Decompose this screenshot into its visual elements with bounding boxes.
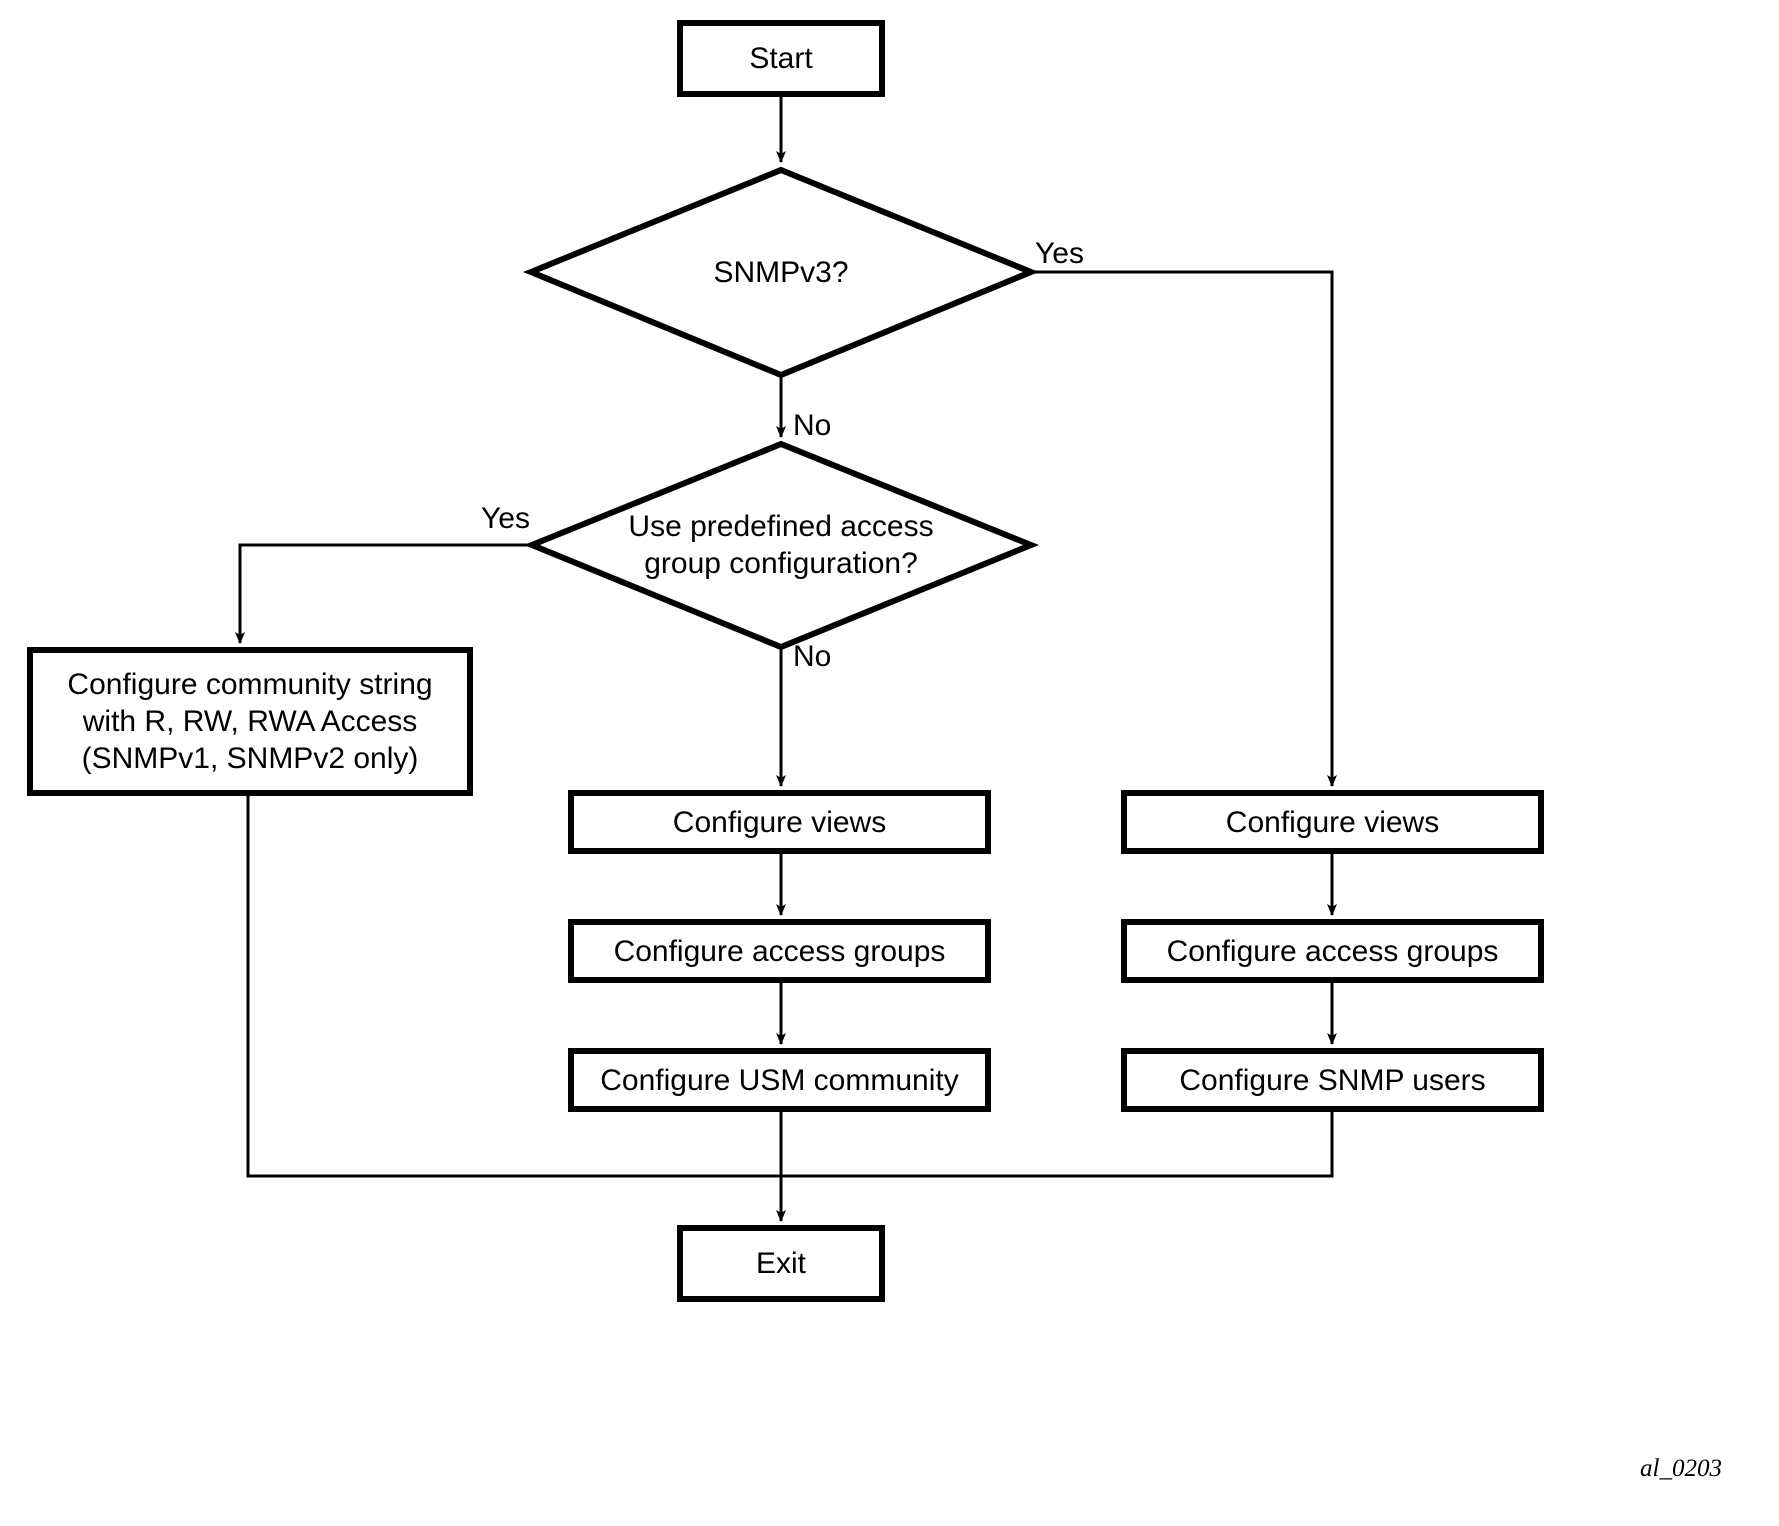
edge-label-snmpv3-no: No — [793, 409, 832, 442]
node-shape-views-right[interactable] — [1121, 790, 1544, 854]
node-shape-exit[interactable] — [677, 1225, 885, 1302]
node-shape-accessgroups-mid[interactable] — [568, 919, 991, 983]
node-shape-snmpusers[interactable] — [1121, 1048, 1544, 1112]
node-shape-usm[interactable] — [568, 1048, 991, 1112]
node-shape-start[interactable] — [677, 20, 885, 97]
node-shape-snmpv3[interactable] — [523, 166, 1039, 379]
node-shape-community[interactable] — [27, 647, 473, 796]
figure-caption: al_0203 — [1640, 1455, 1722, 1482]
edge-label-snmpv3-yes: Yes — [1035, 237, 1084, 270]
node-shape-predefined[interactable] — [524, 440, 1039, 651]
edge-community-to-join — [246, 793, 781, 1178]
edge-label-predefined-no: No — [793, 640, 832, 673]
node-shape-views-mid[interactable] — [568, 790, 991, 854]
edge-label-predefined-yes: Yes — [481, 502, 530, 535]
edge-predefined-yes-to-community — [235, 543, 532, 644]
node-shape-accessgroups-right[interactable] — [1121, 919, 1544, 983]
edge-snmpv3-yes-to-views-right — [1031, 270, 1337, 787]
edge-snmpusers-to-join — [781, 1109, 1334, 1178]
